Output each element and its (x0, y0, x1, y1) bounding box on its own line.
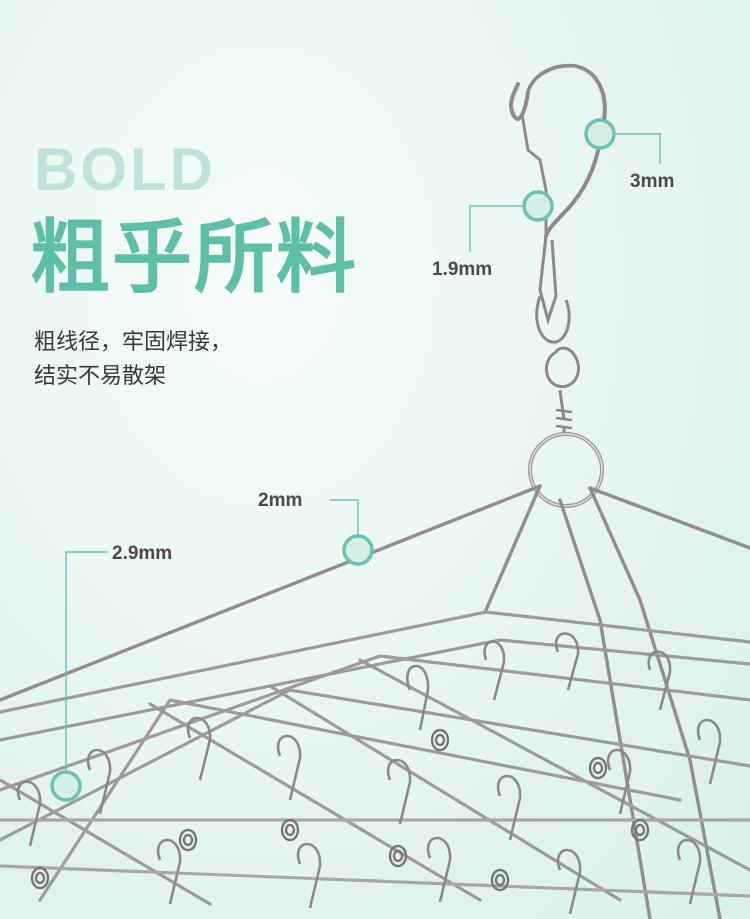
top-ring-highlight (529, 433, 603, 507)
marker-clip-wire (50, 770, 82, 802)
callout-label-frame-wire: 2mm (258, 490, 303, 511)
frame-rails (0, 610, 750, 906)
callout-leaders (65, 133, 661, 786)
callout-label-hook: 3mm (630, 171, 675, 192)
hook-highlight (512, 67, 603, 121)
peg-springs (30, 728, 650, 892)
swivel-chain (535, 235, 581, 436)
marker-frame-wire (342, 534, 374, 566)
callout-label-hanger-wire: 1.9mm (432, 259, 493, 280)
callout-label-clip-wire: 2.9mm (112, 543, 173, 564)
heading-english: BOLD (34, 136, 216, 203)
marker-hanger-wire (522, 190, 554, 222)
description-line-1: 粗线径，牢固焊接， (34, 330, 233, 355)
clothes-pegs (16, 632, 722, 915)
description-line-2: 结实不易散架 (34, 364, 167, 389)
callout-markers (50, 118, 616, 802)
heading-chinese: 粗乎所料 (30, 211, 358, 304)
marker-hook (584, 118, 616, 150)
product-description: 粗线径，牢固焊接， 结实不易散架 (34, 326, 232, 394)
